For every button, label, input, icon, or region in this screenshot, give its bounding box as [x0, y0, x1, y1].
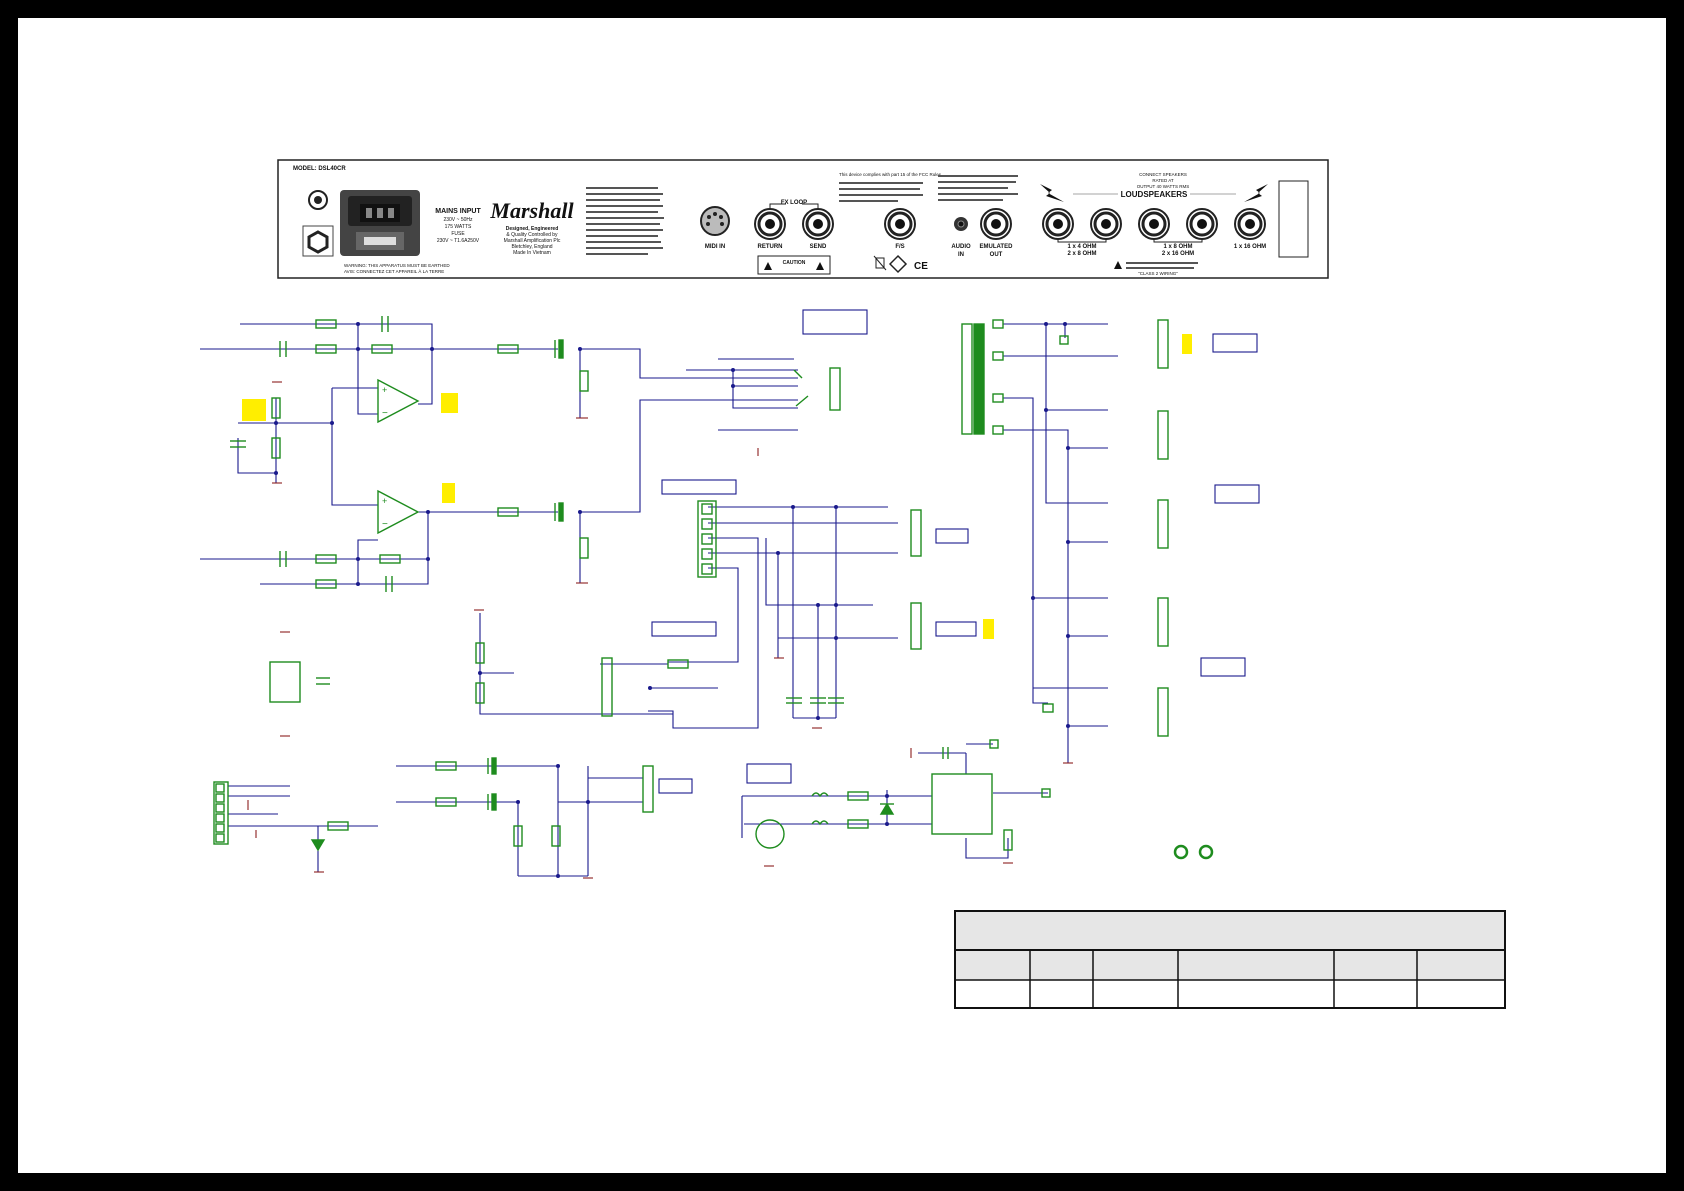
made-line-5: Made In Vietnam [513, 250, 551, 256]
midi-in-label: MIDI IN [705, 244, 725, 250]
class2-label: "CLASS 2 WIRING" [1138, 271, 1178, 276]
made-line-3: Marshall Amplification Plc [504, 238, 561, 244]
ohm-b-1: 1 x 8 OHM [1163, 244, 1192, 250]
svg-text:CAUTION: CAUTION [783, 260, 806, 266]
fx-return-jack[interactable] [753, 207, 787, 241]
svg-text:−: − [382, 519, 388, 530]
svg-text:+: + [382, 385, 387, 395]
audio-in-label-2: IN [958, 252, 964, 258]
ohm-b-2: 2 x 16 OHM [1162, 251, 1194, 257]
connect-note-1: CONNECT SPEAKERS [1139, 172, 1187, 177]
audio-in-label-1: AUDIO [951, 244, 971, 250]
mains-spec-1: 230V ~ 50Hz [443, 217, 473, 223]
emulated-label-1: EMULATED [980, 244, 1014, 250]
serial-sticker [1278, 180, 1309, 258]
earth-warning-1: WARNING: THIS APPARATUS MUST BE EARTHED [344, 263, 450, 268]
speaker-jack-3[interactable] [1137, 207, 1171, 241]
emulated-out-jack[interactable] [979, 207, 1013, 241]
fcc-note: This device complies with part 15 of the… [839, 172, 942, 177]
fcc-text-block [839, 175, 1018, 202]
svg-text:−: − [382, 408, 388, 419]
ohm-a-1: 1 x 4 OHM [1067, 244, 1096, 250]
double-insulation-icon [302, 225, 334, 257]
note-highlights [242, 334, 1192, 639]
title-block [954, 910, 1506, 1009]
title-block-header [956, 912, 1504, 950]
iec-mains-socket[interactable] [340, 190, 420, 256]
footswitch-jack[interactable] [883, 207, 917, 241]
made-line-1: Designed, Engineered [506, 226, 559, 232]
lightning-left-icon [1040, 184, 1064, 202]
ohm-a-2: 2 x 8 OHM [1067, 251, 1096, 257]
made-line-2: & Quality Controlled by [506, 232, 558, 238]
loudspeakers-label: LOUDSPEAKERS [1121, 190, 1188, 199]
mains-spec-4: 230V ~ T1.6A250V [437, 238, 480, 244]
mains-spec-3: FUSE [451, 231, 465, 237]
brand-logo: Marshall [489, 198, 574, 223]
svg-text:CE: CE [914, 261, 928, 272]
ground-symbols [247, 381, 1073, 879]
ohm-c: 1 x 16 OHM [1234, 244, 1266, 250]
fx-send-jack[interactable] [801, 207, 835, 241]
rear-panel: MODEL: DSL40CR WARNING: THIS APPARATUS M… [277, 159, 1329, 279]
safety-text-block [586, 187, 664, 255]
speaker-jack-2[interactable] [1089, 207, 1123, 241]
speaker-jack-5[interactable] [1233, 207, 1267, 241]
junction-dots [274, 322, 1070, 878]
speaker-jack-1[interactable] [1041, 207, 1075, 241]
schematic-drawing: MODEL: DSL40CR WARNING: THIS APPARATUS M… [200, 159, 1506, 1009]
lightning-right-icon [1244, 184, 1268, 202]
send-label: SEND [810, 244, 827, 250]
mains-spec-2: 175 WATTS [445, 224, 472, 230]
model-label: MODEL: DSL40CR [293, 166, 346, 172]
emulated-label-2: OUT [990, 252, 1003, 258]
mains-title: MAINS INPUT [435, 208, 481, 215]
fs-label: F/S [895, 244, 904, 250]
schematic-components: + − + − [213, 316, 1214, 860]
audio-in-jack[interactable] [954, 217, 968, 231]
return-label: RETURN [758, 244, 783, 250]
caution-label: CAUTION [757, 255, 831, 275]
earth-warning-2: AVIS: CONNECTEZ CET APPAREIL À LA TERRE [344, 268, 444, 274]
connect-note-2: RATED AT [1152, 178, 1174, 183]
cert-mark-icon [308, 190, 328, 210]
schematic-sheet: MODEL: DSL40CR WARNING: THIS APPARATUS M… [18, 18, 1666, 1173]
net-label-boxes [651, 309, 1260, 794]
warning-triangle-icon [1114, 261, 1122, 269]
fx-loop-label: FX LOOP [781, 200, 807, 206]
svg-text:+: + [382, 496, 387, 506]
made-line-4: Bletchley, England [511, 244, 552, 250]
midi-in-jack[interactable] [700, 206, 730, 236]
connect-note-3: OUTPUT 40 WATTS RMS [1137, 184, 1189, 189]
compliance-marks-icon: CE [873, 254, 928, 274]
speaker-jack-4[interactable] [1185, 207, 1219, 241]
